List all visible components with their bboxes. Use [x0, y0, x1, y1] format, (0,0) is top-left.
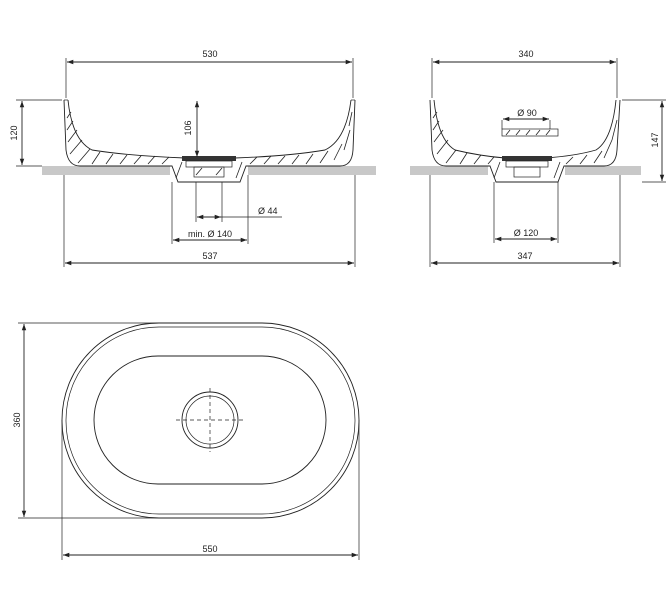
side-countertop-right — [565, 166, 641, 175]
front-overall-width-label: 537 — [202, 251, 217, 261]
front-top-width-label: 530 — [202, 49, 217, 59]
outer-rim-outline — [61, 322, 360, 519]
side-view: Ø 90 340 347 Ø 120 147 — [410, 49, 666, 267]
side-drain — [502, 156, 552, 178]
top-length-label: 550 — [202, 544, 217, 554]
front-view: 530 537 120 106 Ø 44 min. Ø 140 — [9, 49, 376, 267]
rim-inner-edge — [65, 326, 356, 515]
basin-inner-outline — [67, 99, 352, 159]
side-top-width-label: 340 — [518, 49, 533, 59]
side-outer-outline — [429, 99, 621, 183]
front-drain-diameter-label: Ø 44 — [258, 206, 278, 216]
top-width-label: 360 — [12, 412, 22, 427]
front-height-label: 120 — [9, 125, 19, 140]
front-drain — [182, 156, 236, 178]
side-drain-housing-label: Ø 120 — [514, 228, 539, 238]
front-hatching — [66, 111, 353, 179]
front-inner-depth-label: 106 — [183, 120, 193, 135]
front-cutout-label: min. Ø 140 — [188, 229, 232, 239]
side-overall-width-label: 347 — [517, 251, 532, 261]
side-countertop-left — [410, 166, 488, 175]
side-height-label: 147 — [650, 132, 660, 147]
top-view: 550 360 — [12, 322, 360, 560]
basin-bowl-outline — [93, 355, 327, 485]
overflow-slot — [501, 128, 559, 137]
side-hatching — [432, 111, 618, 179]
countertop-right — [248, 166, 376, 175]
side-overflow-diameter-label: Ø 90 — [517, 108, 537, 118]
countertop-left — [42, 166, 170, 175]
basin-outer-outline — [63, 99, 356, 183]
